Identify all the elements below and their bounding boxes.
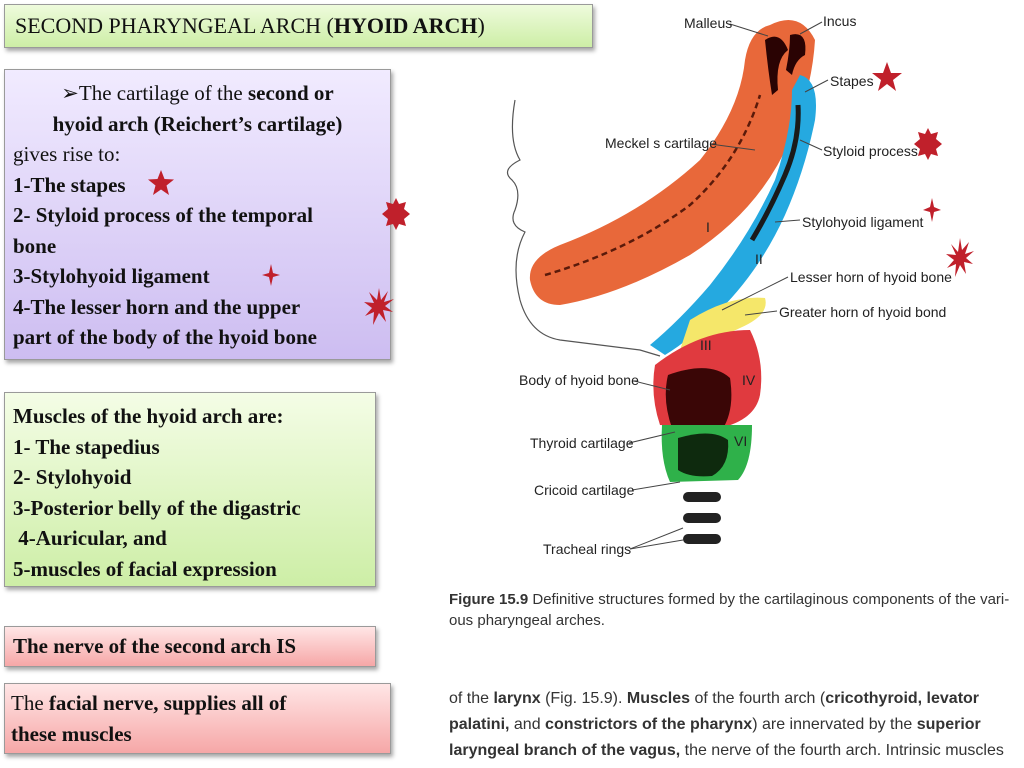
label-stylohyoid-ligament: Stylohyoid ligament <box>802 214 924 230</box>
label-meckels-cartilage: Meckel s cartilage <box>605 135 717 151</box>
cartilage-intro-line2: hyoid arch (Reichert’s cartilage) <box>13 109 382 140</box>
title-bold: HYOID ARCH <box>333 13 478 38</box>
label-cricoid-cartilage: Cricoid cartilage <box>534 482 635 498</box>
muscle-item: 3-Posterior belly of the digastric <box>13 495 301 520</box>
item-styloid-a: 2- Styloid process of the temporal <box>13 203 313 227</box>
caption-text: Definitive structures formed by the cart… <box>528 591 1010 608</box>
muscles-box: Muscles of the hyoid arch are: 1- The st… <box>4 392 376 587</box>
label-malleus: Malleus <box>684 15 732 31</box>
title-prefix: SECOND PHARYNGEAL ARCH ( <box>15 13 334 38</box>
facial-nerve-box: The facial nerve, supplies all of these … <box>4 683 391 754</box>
burst-marker-icon <box>364 288 394 325</box>
body-text: (Fig. 15.9). <box>540 690 627 707</box>
roman-numeral: I <box>706 219 710 235</box>
muscle-item: 4-Auricular, and <box>13 526 167 550</box>
body-bold: cricothyroid, levator <box>825 690 980 707</box>
cartilage-intro-text: ➢The cartilage of the <box>61 81 248 105</box>
malleus-shape <box>765 36 788 95</box>
caption-figure-number: Figure 15.9 <box>449 591 529 608</box>
burst-marker-icon <box>946 238 974 277</box>
arch-1-shape <box>529 20 815 305</box>
muscles-heading: Muscles of the hyoid arch are: <box>13 404 284 428</box>
body-bold: constrictors of the pharynx <box>545 716 753 733</box>
item-styloid-b: bone <box>13 233 57 258</box>
title-box: SECOND PHARYNGEAL ARCH (HYOID ARCH) <box>4 4 593 48</box>
label-body-of-hyoid: Body of hyoid bone <box>519 372 639 388</box>
body-bold: laryngeal branch of the vagus, <box>449 742 681 759</box>
roman-numeral: II <box>755 251 763 267</box>
body-bold: larynx <box>493 690 541 707</box>
facial-bold-text: facial nerve, supplies all of <box>48 691 287 715</box>
muscle-item: 2- Stylohyoid <box>13 465 132 489</box>
item-stapes: 1-The stapes <box>13 172 126 197</box>
seal-marker-icon <box>382 198 410 230</box>
sparkle-marker-icon <box>923 198 941 222</box>
label-tracheal-rings: Tracheal rings <box>543 541 631 557</box>
gives-rise-text: gives rise to: <box>13 142 121 166</box>
tracheal-ring <box>683 534 721 544</box>
tracheal-ring <box>683 513 721 523</box>
cricoid-dark-shape <box>678 433 729 477</box>
nerve-box: The nerve of the second arch IS <box>4 626 376 667</box>
body-text: of the <box>449 690 494 707</box>
item-stylohyoid-ligament: 3-Stylohyoid ligament <box>13 264 210 288</box>
arch-2-shape <box>650 75 816 355</box>
meckel-dashed-line <box>544 94 762 277</box>
incus-shape <box>786 34 806 75</box>
roman-numeral: VI <box>734 433 747 449</box>
body-bold: superior <box>916 716 981 733</box>
book-body-text: of the larynx (Fig. 15.9). Muscles of th… <box>449 686 1009 764</box>
label-thyroid-cartilage: Thyroid cartilage <box>530 435 634 451</box>
figure-caption: Figure 15.9 Definitive structures formed… <box>449 589 1009 631</box>
leader-lines <box>628 21 829 550</box>
cartilage-box: ➢The cartilage of the second or hyoid ar… <box>4 69 391 360</box>
nerve-text: The nerve of the second arch IS <box>13 634 297 658</box>
body-text: and <box>509 716 546 733</box>
muscle-item: 5-muscles of facial expression <box>13 556 277 581</box>
facial-line-1: The facial nerve, supplies all of <box>11 688 384 719</box>
face-outline <box>506 99 661 357</box>
styloid-process-shape <box>749 104 801 242</box>
body-text: ) are innervated by the <box>752 716 917 733</box>
tracheal-ring <box>683 492 721 502</box>
muscle-item: 1- The stapedius <box>13 434 160 459</box>
label-greater-horn: Greater horn of hyoid bond <box>779 304 946 320</box>
item-lesser-horn-a: 4-The lesser horn and the upper <box>13 294 301 319</box>
label-stapes: Stapes <box>830 73 874 89</box>
body-text: of the fourth arch ( <box>690 690 826 707</box>
facial-pre-text: The <box>11 691 49 715</box>
roman-numeral: IV <box>742 372 756 388</box>
facial-line-2: these muscles <box>11 722 132 746</box>
label-incus: Incus <box>823 13 856 29</box>
thyroid-dark-shape <box>665 368 732 435</box>
greater-horn-shape <box>680 297 766 350</box>
sparkle-marker-icon <box>262 264 280 286</box>
label-lesser-horn: Lesser horn of hyoid bone <box>790 269 952 285</box>
roman-numeral: III <box>700 337 712 353</box>
body-bold: palatini, <box>449 716 510 733</box>
star-marker-icon <box>872 62 902 91</box>
body-bold: Muscles <box>626 690 691 707</box>
reicherts-cartilage-text: hyoid arch (Reichert’s cartilage) <box>52 111 343 136</box>
caption-text-2: ous pharyngeal arches. <box>449 612 605 629</box>
cartilage-intro-line: ➢The cartilage of the second or <box>13 78 382 109</box>
title-suffix: ) <box>477 13 485 38</box>
pharyngeal-arch-figure: I II III IV VI Malleus Incus Stapes Meck… <box>506 13 974 557</box>
label-styloid-process: Styloid process <box>823 143 918 159</box>
seal-marker-icon <box>914 128 942 160</box>
cartilage-intro-bold: second or <box>247 81 334 105</box>
item-lesser-horn-b: part of the body of the hyoid bone <box>13 325 317 349</box>
body-text: the nerve of the fourth arch. Intrinsic … <box>680 742 1004 759</box>
star-marker-icon <box>148 170 174 195</box>
